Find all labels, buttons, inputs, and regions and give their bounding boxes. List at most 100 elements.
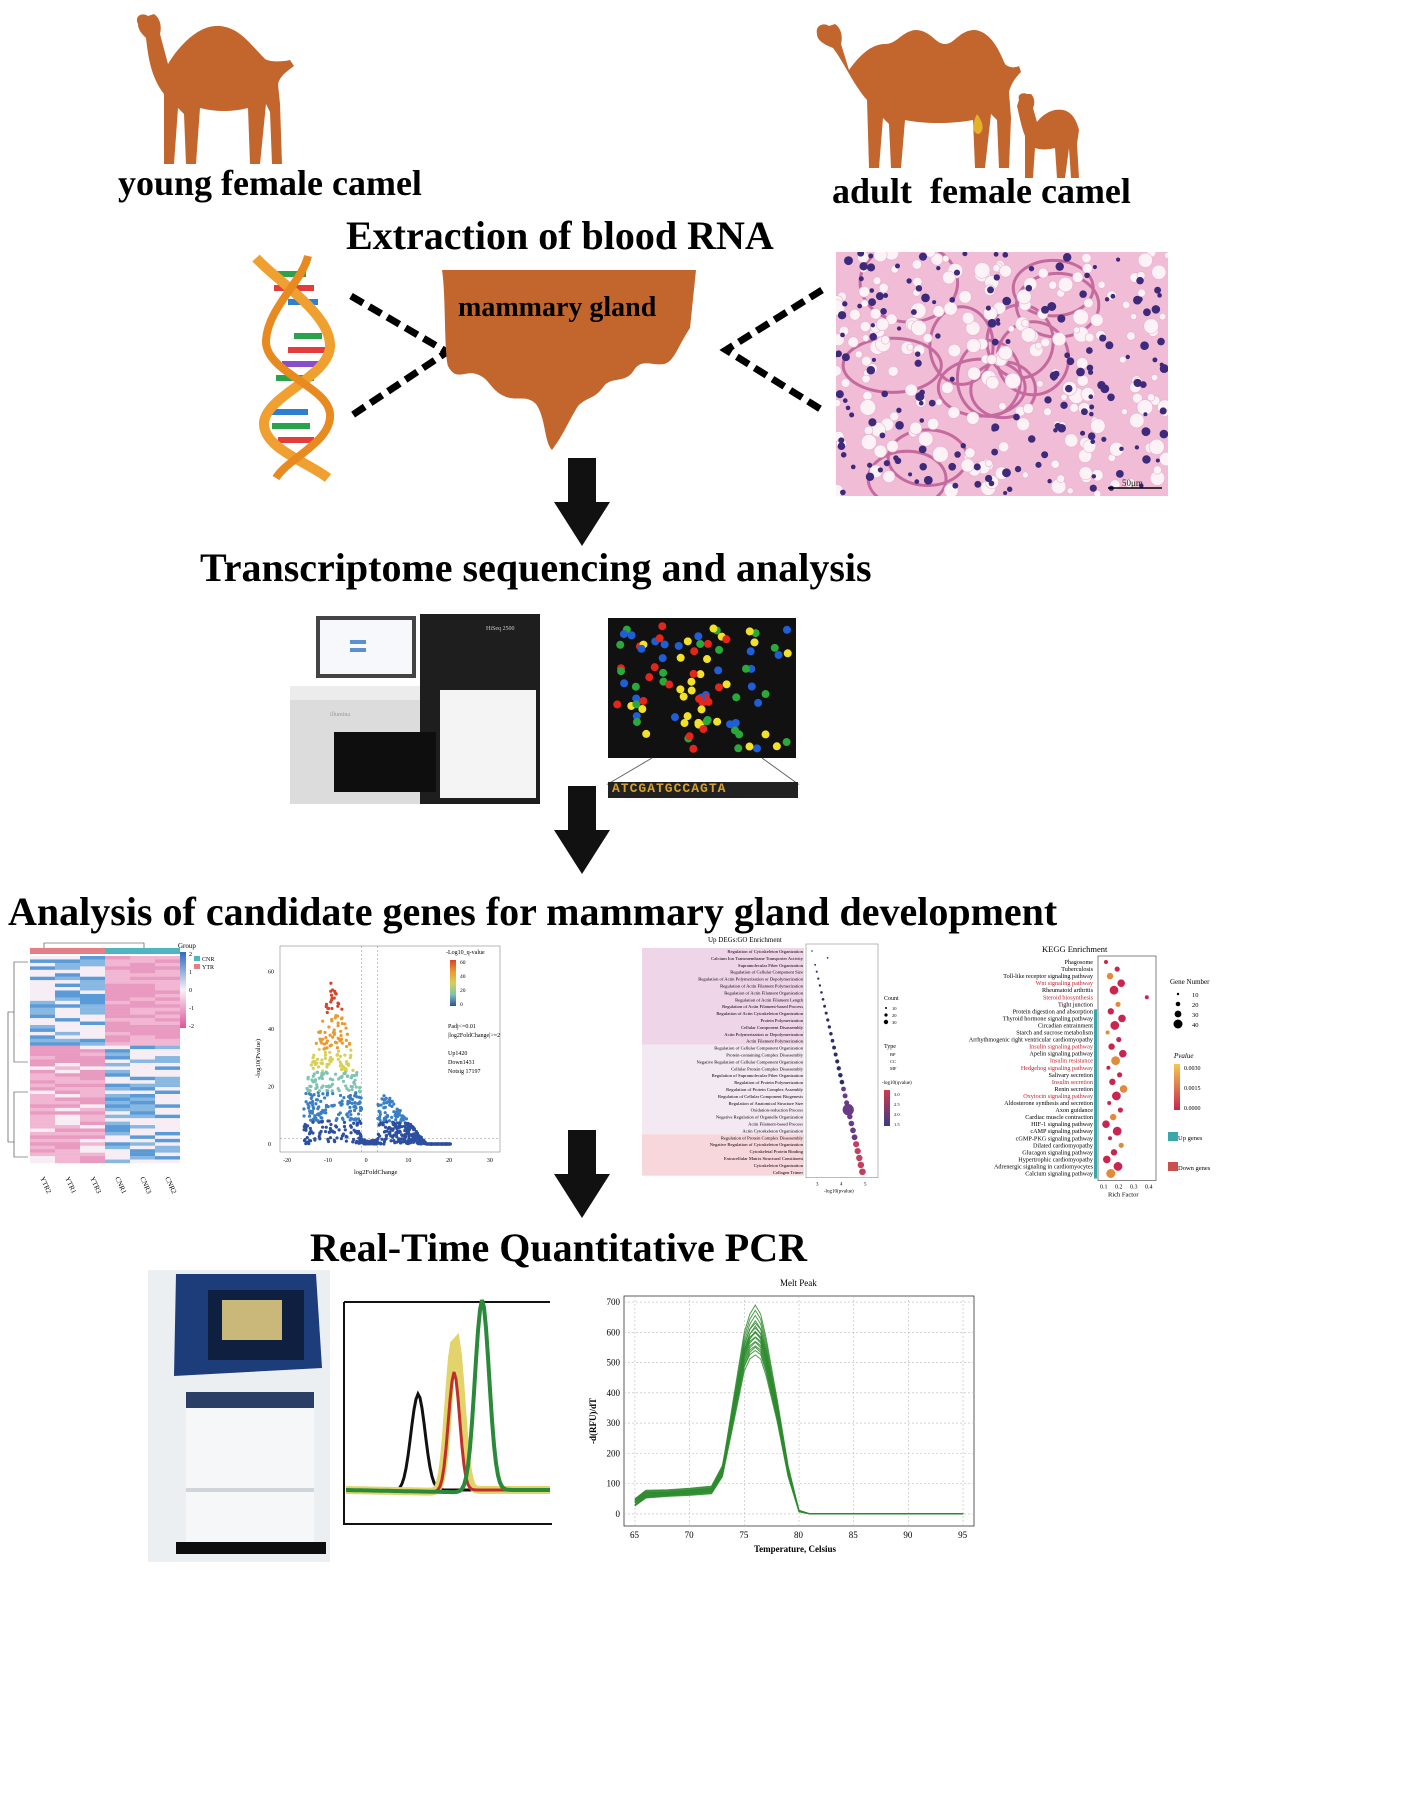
volcano-point (331, 1130, 335, 1134)
tissue-vacuole (918, 431, 934, 447)
tissue-vacuole (1021, 471, 1029, 479)
tissue-vacuole (1052, 332, 1067, 347)
cluster-dot (631, 682, 640, 691)
kegg-point (1106, 972, 1114, 980)
heatmap-cell (130, 1004, 155, 1008)
heatmap-cell (55, 1131, 80, 1136)
cluster-dot (685, 732, 694, 741)
kegg-up-swatch (1168, 1132, 1178, 1141)
volcano-point (349, 1048, 353, 1052)
melt-ytick: 500 (607, 1358, 621, 1368)
volcano-point (428, 1142, 432, 1146)
go-term-label: Regulation of Protein Complex Disassembl… (721, 1135, 804, 1140)
candidate-genes-title: Analysis of candidate genes for mammary … (8, 889, 1058, 934)
tissue-nucleus (868, 418, 877, 427)
go-xtick: 5 (864, 1183, 867, 1188)
volcano-point (383, 1098, 387, 1102)
volcano-point (344, 1026, 348, 1030)
cluster-dot (761, 690, 770, 699)
volcano-point (321, 1092, 325, 1096)
heatmap-cell (105, 1114, 130, 1119)
heatmap-cell (80, 976, 105, 981)
volcano-point (302, 1114, 306, 1118)
volcano-xtick: 30 (487, 1158, 493, 1164)
volcano-point (425, 1142, 429, 1146)
heatmap-cell (105, 1087, 130, 1091)
heatmap-cell (80, 956, 105, 960)
tissue-vacuole (1066, 487, 1074, 495)
heatmap-cell (155, 976, 180, 981)
heatmap-cell (80, 1076, 105, 1081)
volcano-ytick: 0 (268, 1142, 271, 1148)
heatmap-cell (55, 1025, 80, 1029)
tissue-vacuole (1037, 267, 1049, 279)
heatmap-cell (80, 1159, 105, 1164)
heatmap-cell (105, 1062, 130, 1067)
tissue-nucleus (895, 420, 904, 430)
tissue-vacuole (1129, 412, 1145, 429)
heatmap-cell (155, 1045, 180, 1050)
tissue-nucleus (1136, 276, 1144, 285)
heatmap-col-dendrogram (43, 942, 145, 948)
volcano-point (371, 1139, 375, 1143)
go-point (836, 1066, 841, 1071)
go-count-tick: 20 (892, 1013, 897, 1018)
tissue-vacuole (1090, 418, 1106, 434)
heatmap-cell (30, 1135, 55, 1140)
tissue-nucleus (842, 398, 848, 403)
heatmap-cell (30, 1042, 55, 1046)
heatmap-cell (30, 1007, 55, 1012)
tissue-vacuole (840, 378, 851, 388)
volcano-point (337, 1077, 341, 1081)
volcano-point (410, 1125, 415, 1129)
volcano-point (417, 1134, 421, 1138)
cluster-dot (732, 693, 741, 702)
go-xtick: 4 (840, 1183, 843, 1188)
volcano-point (323, 1030, 327, 1035)
tissue-vacuole (935, 398, 943, 406)
heatmap-cell (80, 1107, 105, 1112)
heatmap-cell (30, 959, 55, 964)
volcano-point (400, 1134, 405, 1138)
tissue-nucleus (866, 366, 876, 375)
volcano-point (319, 1074, 323, 1078)
volcano-point (432, 1142, 436, 1146)
volcano-point (385, 1120, 389, 1124)
go-term-label: Regulation of Actin Filament-based Proce… (722, 1004, 803, 1009)
volcano-point (412, 1139, 416, 1143)
go-term-label: Regulation of Actin Filament Length (735, 997, 804, 1002)
go-point (818, 984, 822, 987)
kegg-term-label: Cardiac muscle contraction (1025, 1114, 1093, 1121)
heatmap-cell (130, 1100, 155, 1105)
tissue-nucleus (910, 309, 917, 316)
tissue-nucleus (1088, 394, 1094, 400)
heatmap-cell (130, 1149, 155, 1153)
heatmap-cell (130, 1138, 155, 1143)
volcano-point (328, 1126, 332, 1131)
volcano-point (313, 1062, 317, 1067)
volcano-point (328, 1058, 332, 1062)
tissue-vacuole (1076, 357, 1089, 370)
go-point (830, 1038, 835, 1043)
heatmap-cell (130, 1025, 155, 1029)
heatmap-cell (30, 1049, 55, 1053)
heatmap-cell (130, 1038, 155, 1043)
volcano-point (341, 1079, 346, 1084)
volcano-point (389, 1139, 393, 1143)
cluster-dot (632, 694, 641, 703)
heatmap-cell (30, 1152, 55, 1157)
heatmap-cell (30, 1025, 55, 1029)
heatmap-scale-tick: -1 (189, 1006, 194, 1012)
heatmap-cell (55, 1049, 80, 1053)
heatmap-cell (55, 1135, 80, 1140)
heatmap-cell (30, 1028, 55, 1033)
heatmap-cell (105, 1118, 130, 1122)
heatmap-cell (105, 997, 130, 1002)
heatmap-cell (105, 1156, 130, 1160)
cluster-dot (695, 694, 704, 703)
volcano-color-scale (450, 960, 456, 1006)
volcano-point (323, 1046, 327, 1050)
tissue-vacuole (986, 354, 997, 365)
volcano-point (325, 1091, 330, 1095)
heatmap-cell (80, 1049, 105, 1053)
